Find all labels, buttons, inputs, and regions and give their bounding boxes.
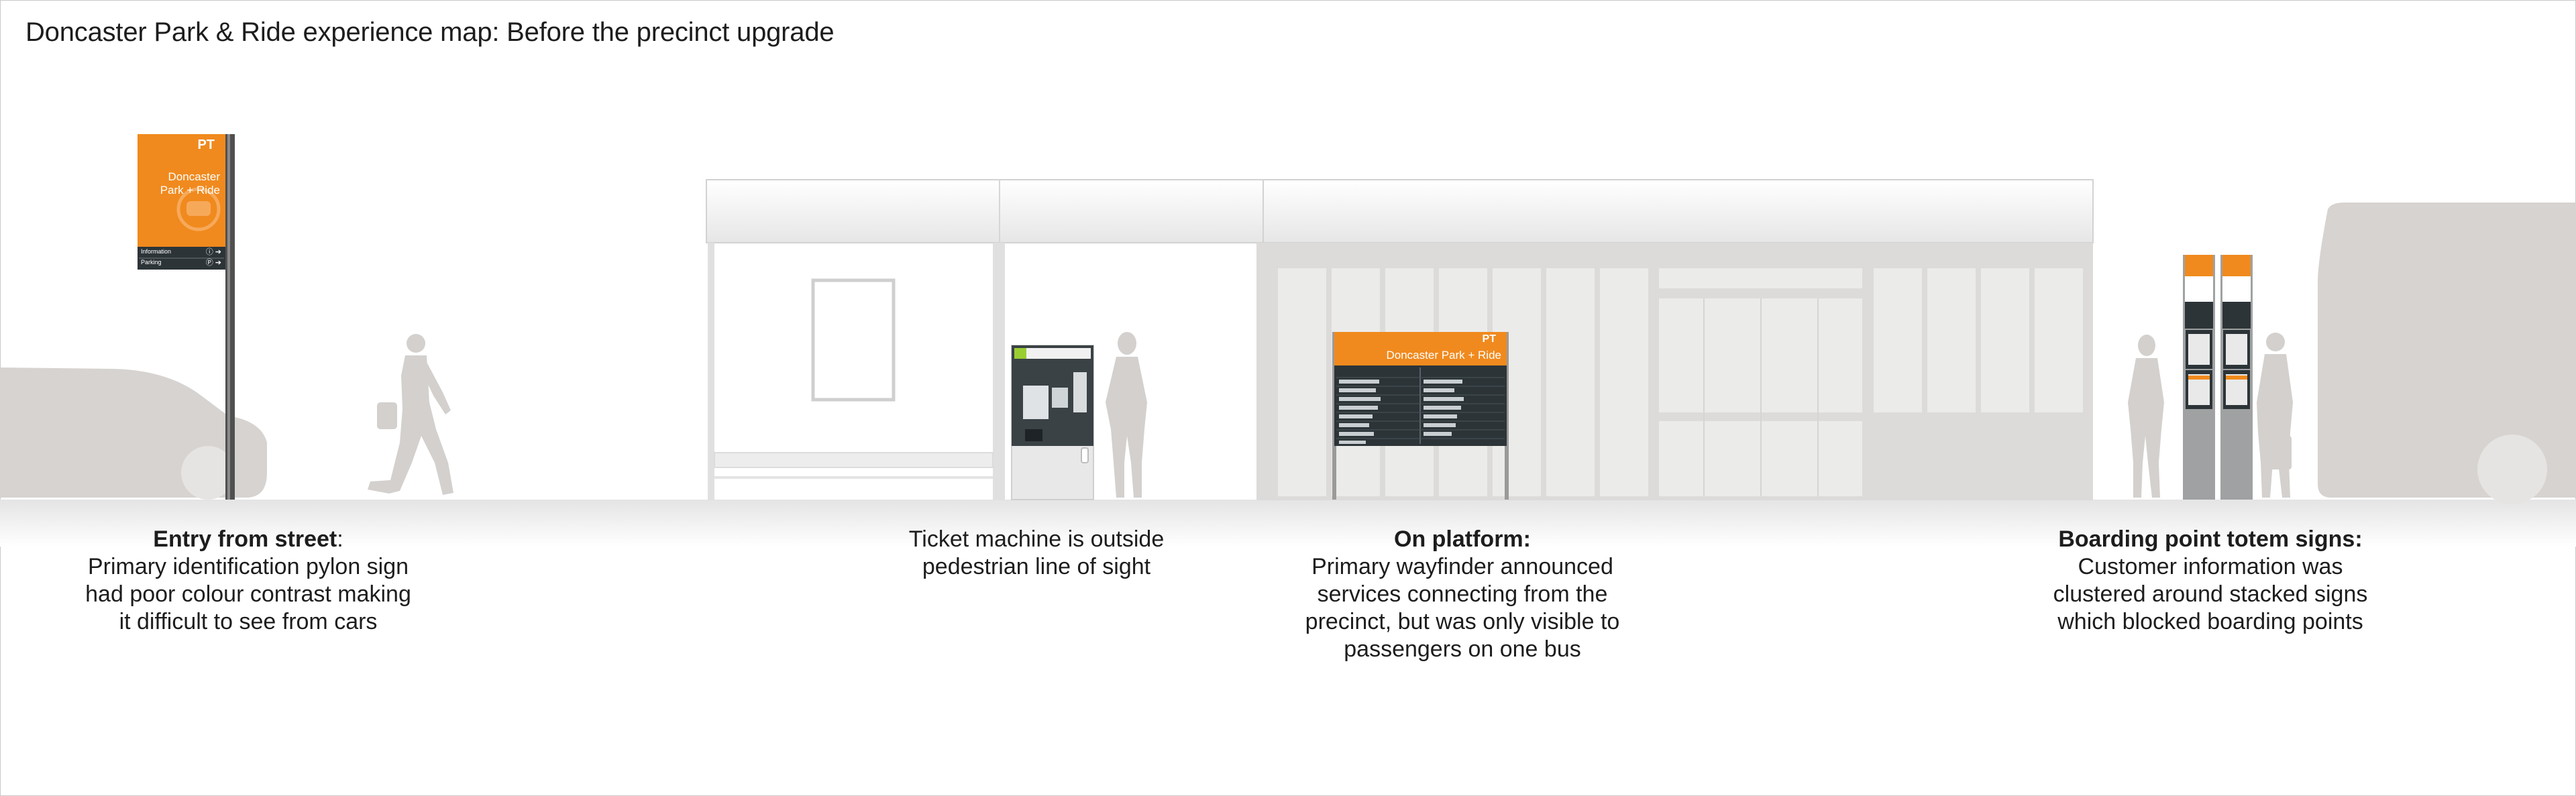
page-title: Doncaster Park & Ride experience map: Be… [25,17,835,47]
pylon-row-parking: Parking [141,259,162,266]
caption-platform-line: precinct, but was only visible to [1305,609,1620,634]
caption-ticket-line: pedestrian line of sight [922,554,1151,579]
ground-band [0,500,2576,547]
platform-sign-labels: PT Doncaster Park + Ride [1334,332,1507,365]
car-left-wheel [181,446,235,500]
shelter-left [706,179,1264,500]
caption-platform-heading: On platform: [1394,526,1531,552]
caption-boarding-point: Boarding point totem signs: Customer inf… [2012,526,2408,636]
pylon-row-information: Information [141,248,172,255]
bus-right-silhouette [2318,203,2576,504]
platform-pt-logo: PT [1482,333,1496,345]
pylon-name-line1: Doncaster [168,170,220,183]
caption-platform-line: passengers on one bus [1344,636,1581,662]
shelter-roof [706,179,1264,243]
pylon-name-line2: Park + Ride [160,184,220,196]
standing-person-totem-left-silhouette [2128,335,2164,498]
caption-boarding-line: clustered around stacked signs [2053,581,2368,607]
standing-person-ticket-silhouette [1106,332,1147,498]
caption-on-platform: On platform: Primary wayfinder announced… [1261,526,1664,663]
caption-ticket-machine: Ticket machine is outside pedestrian lin… [839,526,1234,581]
pylon-row-information-arrow-icon: ⓘ ➔ [205,248,221,256]
pylon-panel-orange [138,134,225,247]
ticket-machine [1011,345,1094,500]
caption-entry-line: had poor colour contrast making [85,581,411,607]
caption-entry-line: Primary identification pylon sign [87,554,409,579]
standing-person-totem-right-silhouette [2257,333,2293,498]
totem-signs [2183,255,2253,500]
caption-entry-from-street: Entry from street: Primary identificatio… [54,526,443,636]
platform-wayfinder-sign [1332,332,1509,500]
walking-person-silhouette [368,334,453,495]
pylon-sign [138,134,235,500]
pt-logo: PT [197,137,215,152]
caption-entry-heading: Entry from street: [153,526,343,552]
caption-ticket-line: Ticket machine is outside [908,526,1165,552]
caption-entry-line: it difficult to see from cars [119,609,378,634]
pylon-sign-labels: PT Doncaster Park + Ride Information ⓘ ➔… [138,134,225,270]
caption-boarding-line: which blocked boarding points [2057,609,2363,634]
pylon-row-parking-arrow-icon: Ⓟ ➔ [205,259,221,267]
totem-sign-right [2220,255,2253,500]
caption-boarding-line: Customer information was [2078,554,2343,579]
caption-platform-line: Primary wayfinder announced [1311,554,1613,579]
totem-sign-left [2183,255,2215,500]
caption-boarding-heading: Boarding point totem signs: [2058,526,2363,552]
platform-sign-name: Doncaster Park + Ride [1386,349,1502,361]
shelter-poster-frame [811,278,896,402]
shelter-bench [714,452,994,468]
caption-platform-line: services connecting from the [1317,581,1608,607]
